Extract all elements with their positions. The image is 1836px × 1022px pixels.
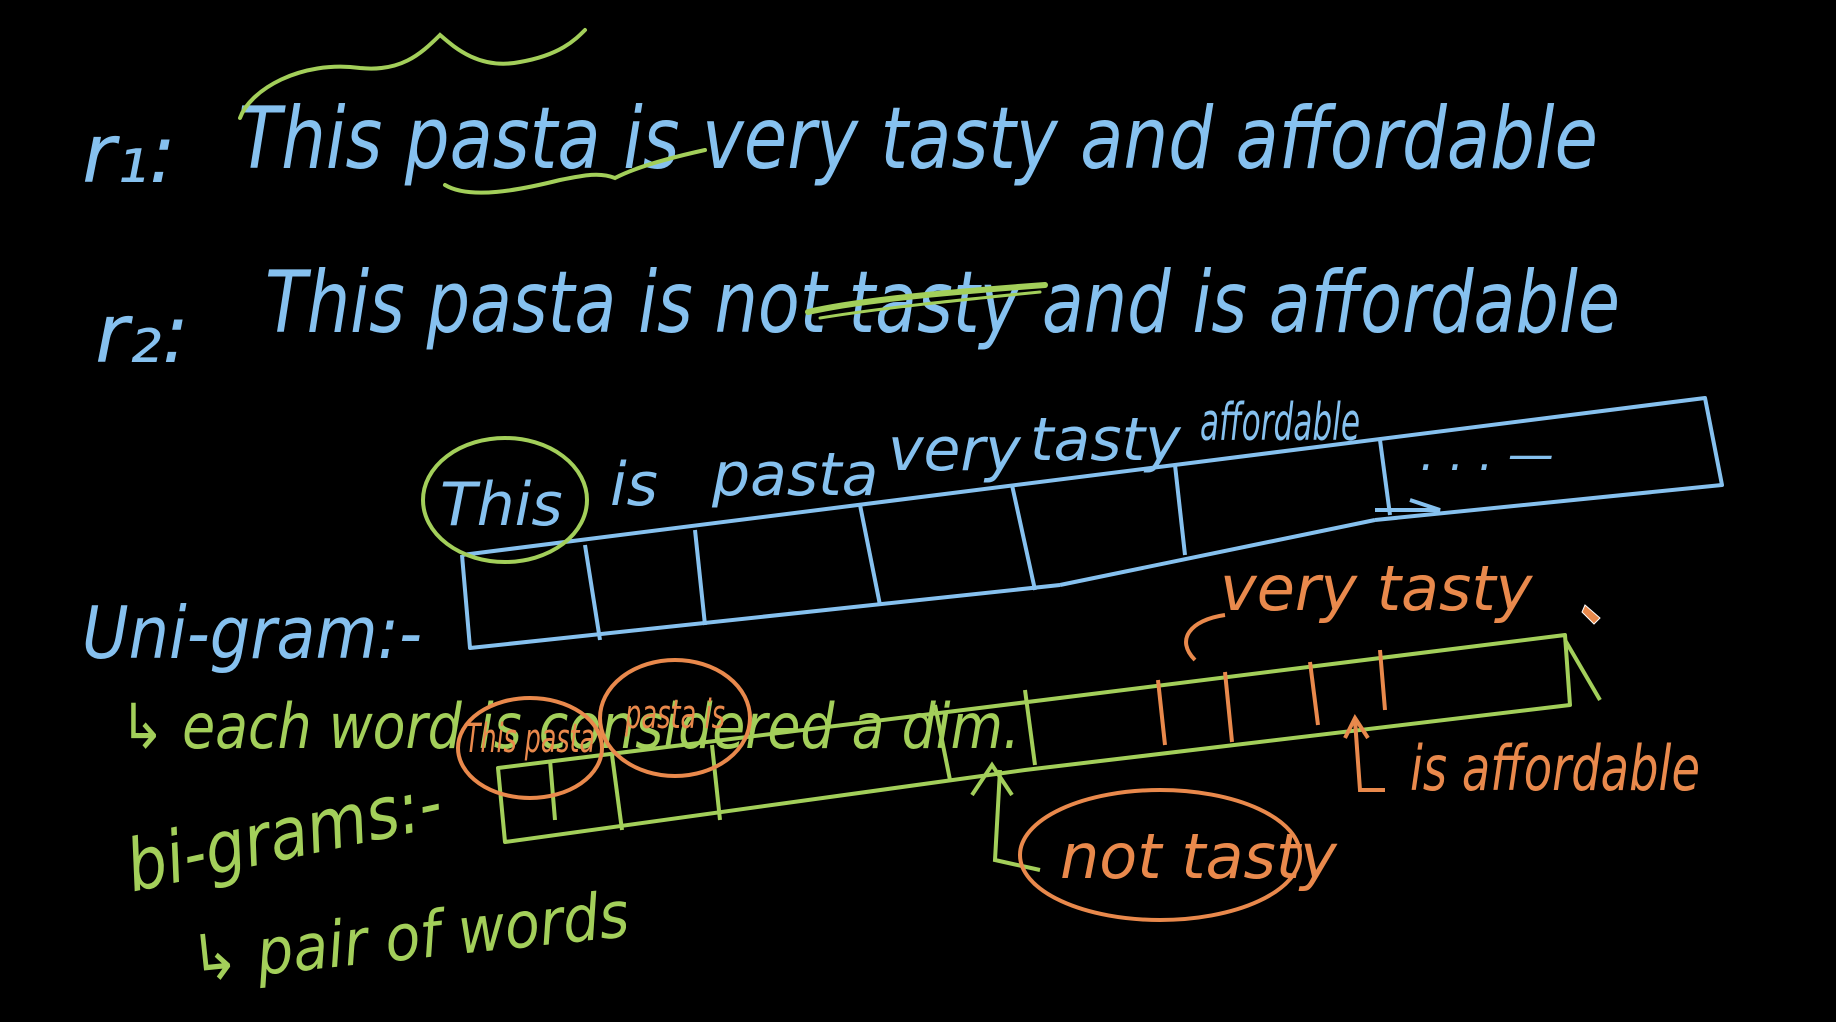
review-2-label: r₂: <box>95 287 189 382</box>
unigram-box-bottom-right <box>1059 518 1376 587</box>
unigram-note: ↳ each word is considered a dim. <box>120 690 1020 763</box>
brace-very-tasty <box>1184 613 1226 662</box>
underline-not-tasty <box>805 282 1048 315</box>
bigram-cell-this-pasta: This pasta <box>465 716 595 762</box>
annotation-not-tasty: not tasty <box>1060 820 1338 893</box>
circle-pasta-is <box>598 658 752 778</box>
review-1-line: r₁: This pasta is very tasty and afforda… <box>82 28 1598 202</box>
annotation-is-affordable: is affordable <box>1410 732 1700 805</box>
annotation-very-tasty: very tasty <box>1220 552 1534 625</box>
arrowhead-is-affordable <box>1343 713 1370 740</box>
bigram-arrow-line <box>1563 638 1602 702</box>
circle-not-tasty <box>1018 788 1302 922</box>
arrowhead-not-tasty <box>970 761 1014 797</box>
unigram-cell-tasty: tasty <box>1030 405 1182 475</box>
brace-over-this <box>238 28 587 120</box>
bigram-vector-box <box>496 633 1572 844</box>
unigram-cell-this: This <box>440 470 563 540</box>
bigram-cell-pasta-is: pasta is <box>624 692 725 738</box>
underline-not-tasty-stroke-2 <box>818 290 1042 320</box>
unigram-cell-pasta: pasta <box>711 440 878 510</box>
circle-this-pasta <box>456 696 604 800</box>
arrow-is-affordable <box>1353 719 1385 792</box>
review-1-text: This pasta is very tasty and affordable <box>238 89 1598 189</box>
brace-under-pasta <box>443 148 707 195</box>
bigram-note: ↳ pair of words <box>187 878 632 998</box>
bigram-heading: bi-grams:- <box>119 760 449 909</box>
unigram-arrow-tip <box>1375 498 1441 512</box>
circle-this <box>421 436 589 564</box>
unigram-vector-box <box>460 396 1724 650</box>
unigram-heading: Uni-gram:- <box>82 591 422 675</box>
review-1-label: r₁: <box>82 107 176 202</box>
unigram-cell-affordable: affordable <box>1200 393 1360 453</box>
unigram-section: Uni-gram:- This is pasta very tasty affo… <box>82 393 1724 763</box>
unigram-dividers <box>583 439 1392 641</box>
very-tasty-arrows <box>1156 649 1387 746</box>
arrow-not-tasty <box>992 769 1041 872</box>
unigram-cell-more: . . . — <box>1420 427 1554 481</box>
pen-cursor-icon <box>1581 604 1601 625</box>
unigram-cell-is: is <box>610 450 658 520</box>
review-2-line: r₂: This pasta is not tasty and is affor… <box>95 253 1620 382</box>
bigram-dividers <box>548 689 1037 831</box>
unigram-cell-very: very <box>888 415 1022 485</box>
